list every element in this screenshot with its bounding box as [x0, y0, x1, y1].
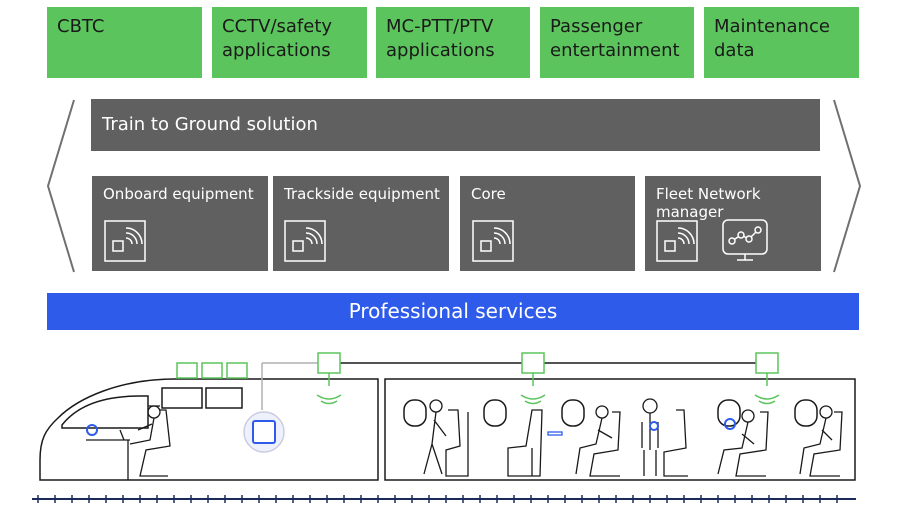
component-label: Core: [471, 185, 506, 203]
professional-services-bar: Professional services: [47, 293, 859, 330]
component-onboard-equipment: Onboard equipment: [92, 176, 268, 271]
component-label: Trackside equipment: [284, 185, 440, 203]
right-chevron-bracket: [833, 99, 862, 273]
wireless-device-icon: [284, 220, 326, 262]
onboard-unit-icon: [243, 363, 285, 453]
passenger-car: [384, 378, 856, 481]
solution-title: Train to Ground solution: [91, 99, 820, 151]
onboard-network: [176, 352, 780, 405]
application-cbtc: CBTC: [47, 7, 202, 78]
wireless-device-icon: [104, 220, 146, 262]
application-passenger-entertainment: Passenger entertainment: [540, 7, 694, 78]
wireless-device-icon: [656, 220, 698, 262]
component-fleet-network-manager: Fleet Network manager: [645, 176, 821, 271]
component-label: Onboard equipment: [103, 185, 254, 203]
component-label: Fleet Network manager: [656, 185, 761, 221]
driver-figure: [86, 405, 171, 480]
application-cctv-safety: CCTV/safety applications: [212, 7, 367, 78]
component-trackside-equipment: Trackside equipment: [273, 176, 449, 271]
application-mc-ptt-ptv: MC-PTT/PTV applications: [376, 7, 530, 78]
application-maintenance-data: Maintenance data: [704, 7, 859, 78]
left-chevron-bracket: [46, 99, 75, 273]
passenger-figures: [423, 398, 843, 477]
wireless-device-icon: [472, 220, 514, 262]
locomotive-car: [39, 378, 379, 481]
component-core: Core: [460, 176, 635, 271]
train-illustration: [32, 352, 856, 503]
railway-track: [32, 495, 856, 503]
network-monitor-icon: [722, 219, 768, 261]
